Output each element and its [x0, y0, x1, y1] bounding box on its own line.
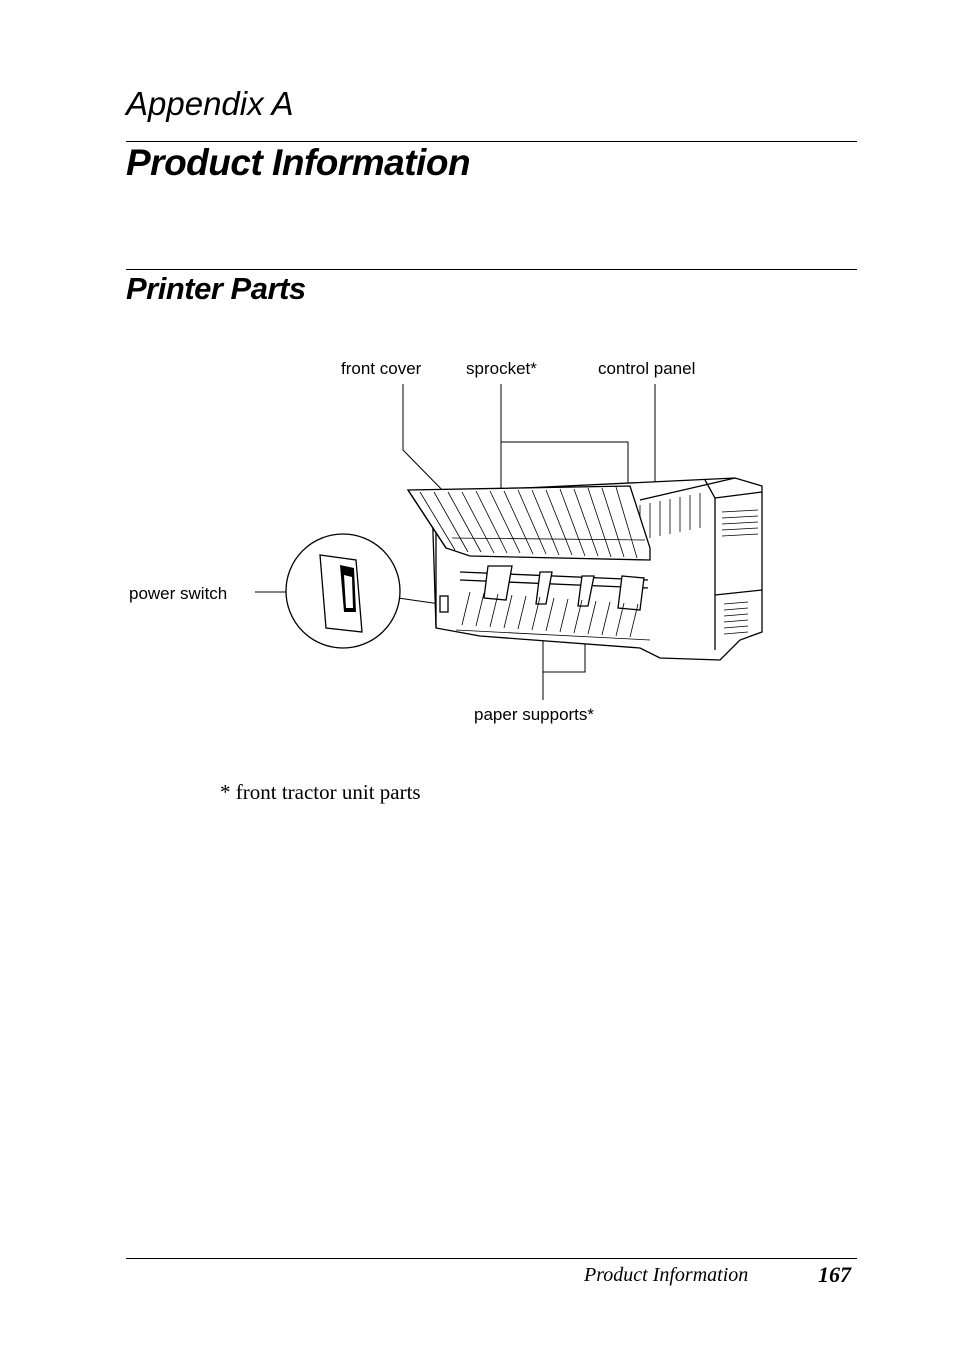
chapter-title: Product Information — [126, 142, 471, 183]
printer-parts-figure: front cover sprocket* control panel powe… — [129, 359, 763, 724]
printer-illustration — [406, 477, 763, 661]
power-switch-magnified — [285, 533, 401, 649]
callout-front-cover: front cover — [341, 359, 422, 378]
section-rule — [126, 269, 857, 270]
section-title: Printer Parts — [126, 271, 306, 306]
callout-paper-supports: paper supports* — [474, 705, 594, 724]
footer-title: Product Information — [584, 1264, 749, 1286]
header-rule — [126, 141, 857, 142]
callout-sprocket: sprocket* — [466, 359, 537, 378]
page-number: 167 — [818, 1262, 851, 1287]
callout-control-panel: control panel — [598, 359, 695, 378]
callout-power-switch: power switch — [129, 584, 227, 603]
figure-footnote: * front tractor unit parts — [220, 780, 421, 804]
footer-rule — [126, 1258, 857, 1259]
appendix-label: Appendix A — [126, 85, 294, 122]
